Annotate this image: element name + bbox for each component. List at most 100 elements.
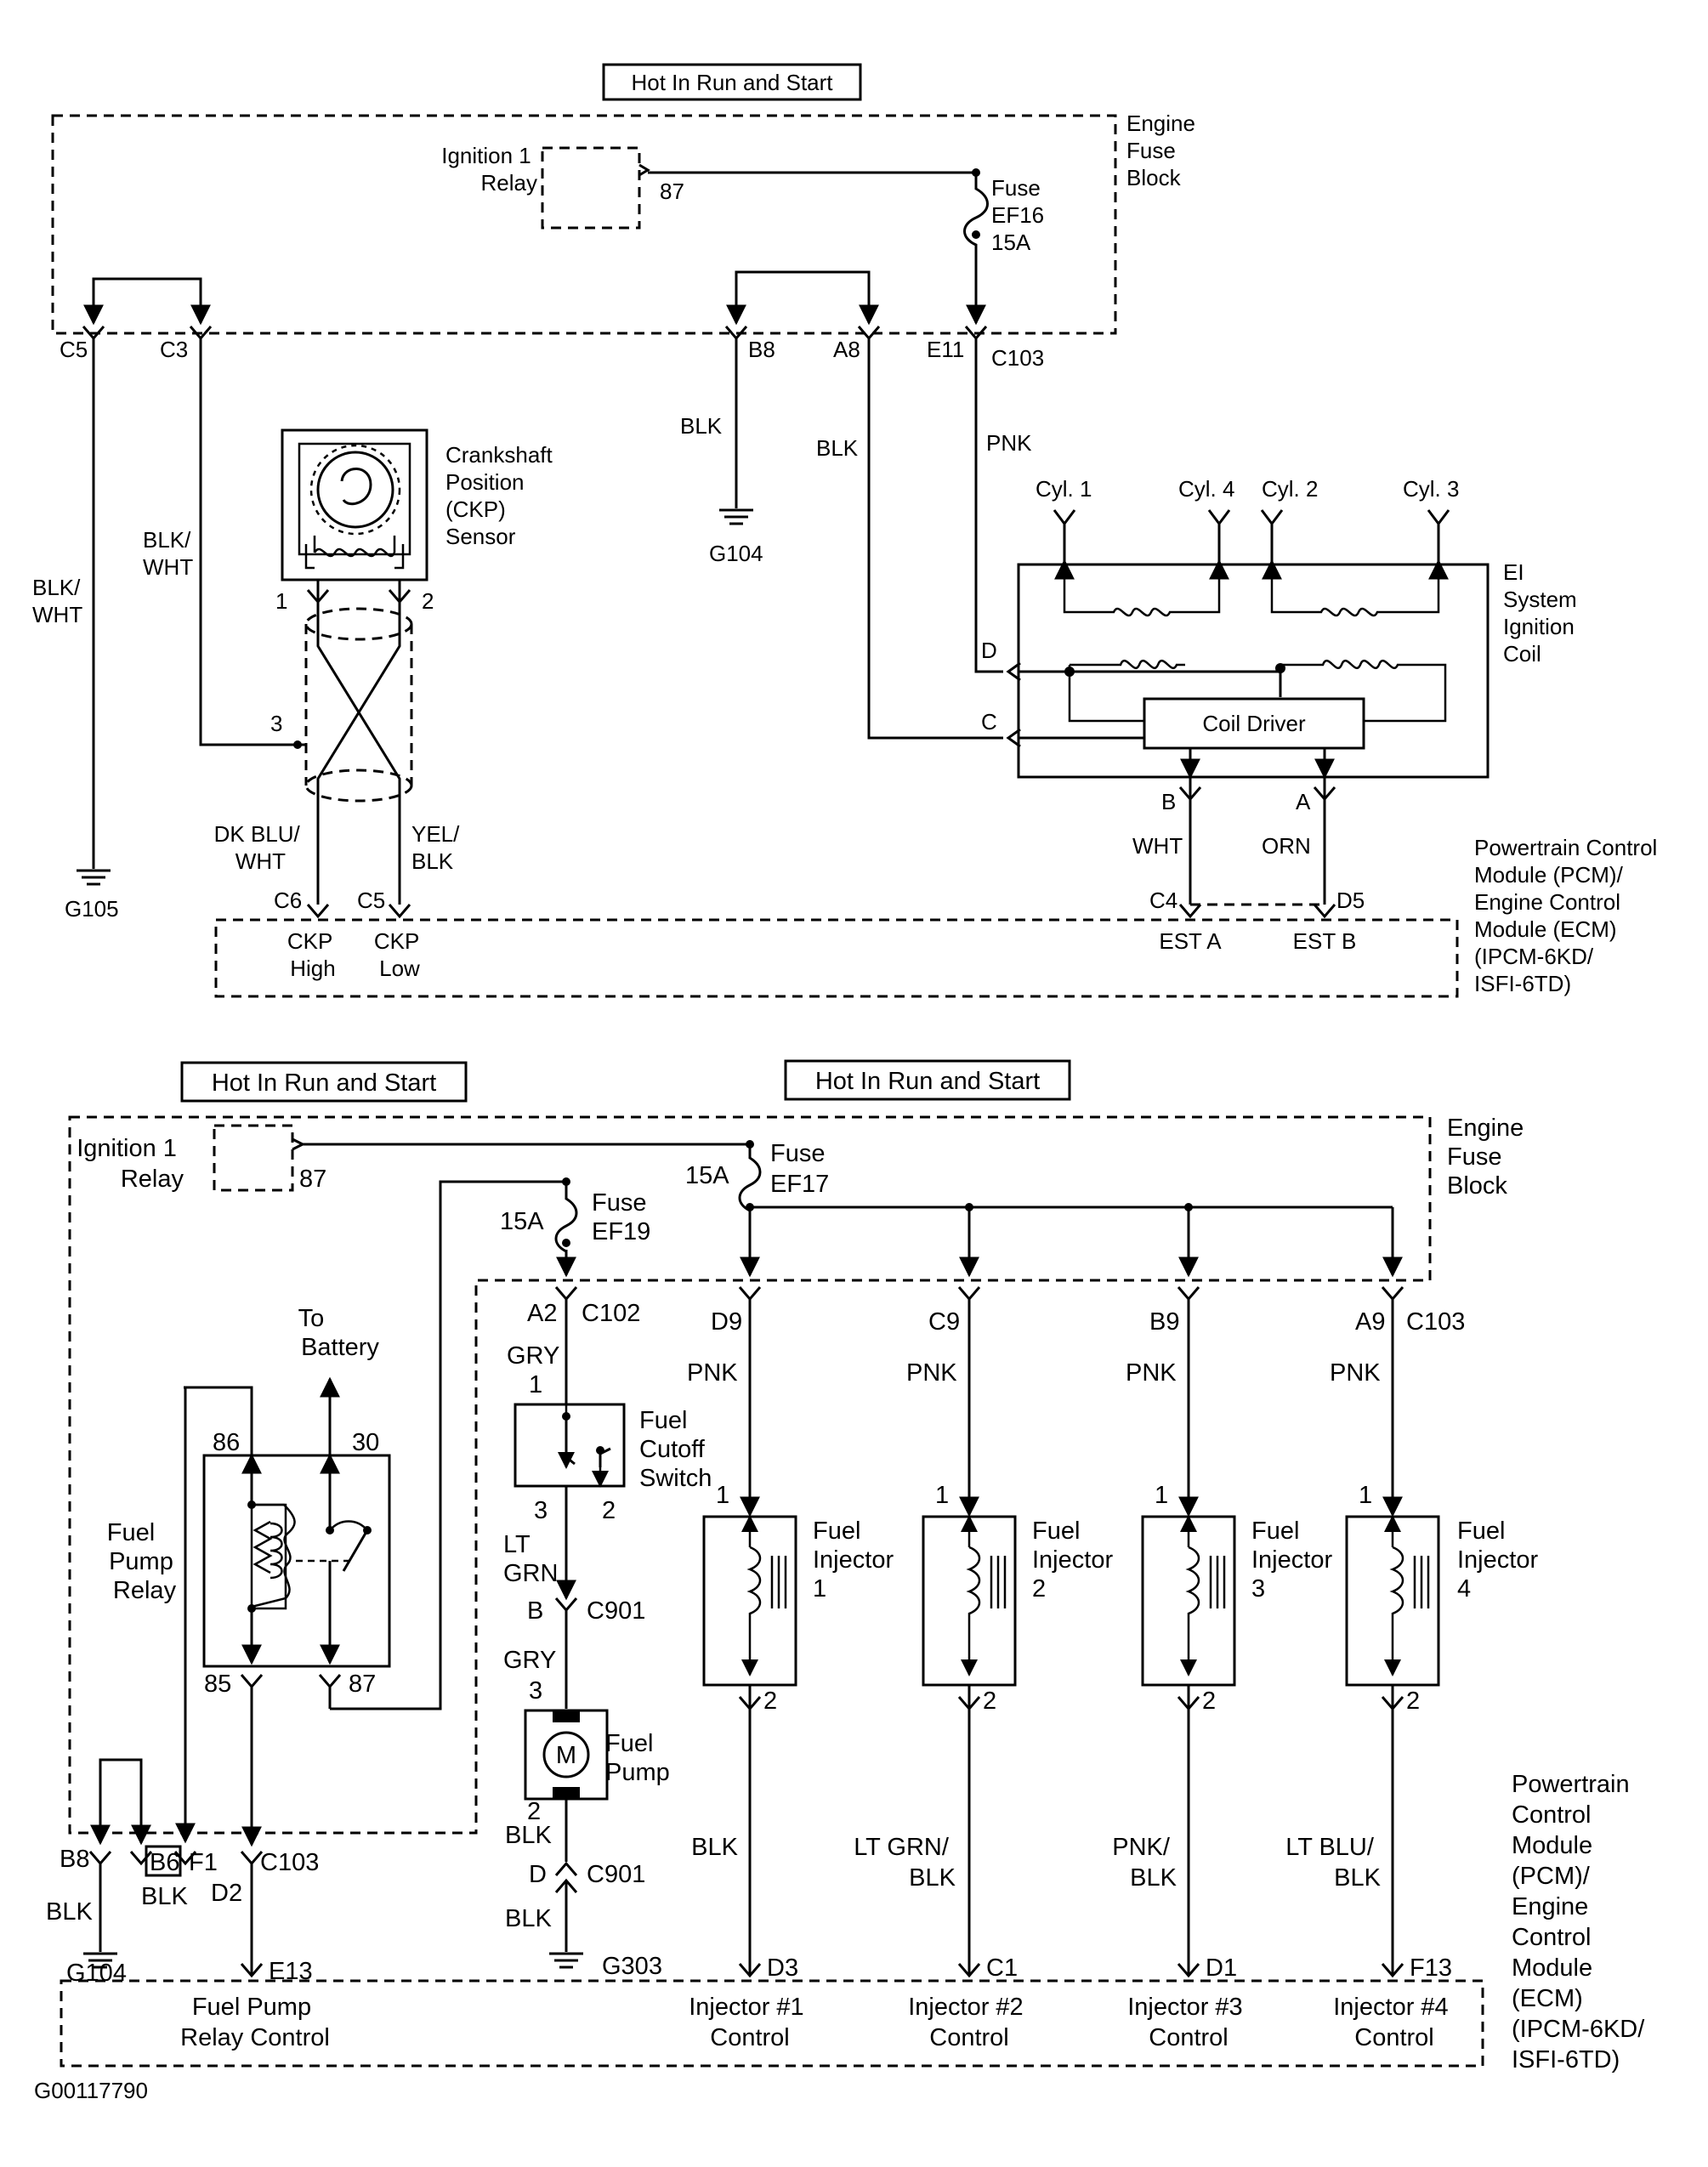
relay-pin-30: 30 [352,1429,379,1456]
ckp-high-term: CKP High [287,928,338,981]
conn-a9: A9 [1355,1308,1385,1336]
ground-g104-top [719,508,753,525]
g105-label: G105 [65,896,119,922]
inj2-pin-1: 1 [935,1482,949,1509]
conn-c103-left: C103 [260,1849,319,1876]
inj1-pnk: PNK [687,1359,738,1387]
fuse-ef17-label: Fuse EF17 [770,1140,832,1198]
hot-label-1: Hot In Run and Start [212,1069,436,1097]
ckp-sensor [281,428,428,581]
conn-c901-1: C901 [587,1597,645,1625]
inj3-pnk: PNK [1126,1359,1177,1387]
conn-c103-inj: C103 [1406,1308,1465,1336]
ckp-pin-3: 3 [270,711,282,736]
wire-blk-wht-c3: BLK/ WHT [143,527,197,580]
conn-f1: F1 [189,1849,218,1876]
conn-c3: C3 [160,337,188,362]
to-battery-label: To Battery [298,1305,380,1361]
relay-pin-86: 86 [213,1429,240,1456]
conn-b: B [527,1597,543,1625]
wire-gry-2: GRY [503,1647,556,1674]
cutoff-pin-3: 3 [534,1497,548,1524]
ignition-relay-label: Ignition 1 Relay [441,143,537,196]
relay-pin-87: 87 [349,1671,376,1698]
conn-a8: A8 [833,337,860,362]
engine-fuse-block-boundary [51,114,1117,335]
pcm-pin-c6: C6 [274,888,302,913]
cylinders [1053,509,1450,561]
conn-d: D [529,1861,547,1888]
g303-label: G303 [602,1953,662,1980]
inj1-pin-2: 2 [763,1688,777,1715]
inj2-wire: LT GRN/ BLK [854,1834,956,1892]
ground-g303 [549,1952,583,1969]
wire-pnk: PNK [986,430,1032,456]
inj1-pcm-pin: D3 [767,1954,798,1982]
hot-label: Hot In Run and Start [631,70,833,95]
figure-id: G00117790 [34,2078,148,2103]
fuse-ef17-amp: 15A [685,1162,729,1189]
inj4-pcm-pin: F13 [1410,1954,1452,1982]
engine-fuse-block-boundary-bottom [68,1115,1432,1835]
wire-blk-pump-2: BLK [505,1905,552,1932]
pcm-pin-c5: C5 [357,888,385,913]
wire-blk-left-2: BLK [141,1883,188,1910]
fuse-ef16-label: Fuse EF16 15A [991,175,1050,255]
conn-e11: E11 [927,337,964,362]
coil-pin-a: A [1296,789,1311,814]
cyl-1-label: Cyl. 1 [1036,476,1092,502]
hot-label-box-1 [180,1061,468,1103]
conn-c103: C103 [991,345,1044,371]
fuse-ef16 [963,173,989,306]
pcm-label-bottom: Powertrain Control Module (PCM)/ Engine … [1512,1771,1651,2073]
ignition-relay-box-bottom [213,1124,294,1192]
g104-label-top: G104 [709,541,763,566]
inj3-ctrl-term: Injector #3 Control [1127,1994,1249,2051]
fpr-control-term: Fuel Pump Relay Control [180,1994,330,2051]
ckp-pin-1: 1 [275,588,287,614]
hot-label-box-2 [784,1059,1071,1101]
wire-blk-pump-1: BLK [505,1822,552,1849]
wire-yel-blk: YEL/ BLK [411,821,466,874]
cutoff-pin-1: 1 [529,1371,542,1398]
coil-driver-box [1143,697,1365,750]
inj3-pin-1: 1 [1155,1482,1168,1509]
relay-pin-87: 87 [660,179,684,204]
pcm-pin-d5: D5 [1336,888,1365,913]
engine-fuse-block-label-bottom: Engine Fuse Block [1447,1115,1530,1200]
inj4-ctrl-term: Injector #4 Control [1333,1994,1455,2051]
relay-label: Fuel Pump Relay [107,1519,180,1604]
g104-label-bottom: G104 [66,1960,127,1987]
inj2-pnk: PNK [906,1359,957,1387]
fuel-circuit: Hot In Run and Start Hot In Run and Star… [46,1059,1651,2073]
conn-b6: B6 [150,1849,179,1876]
conn-a2: A2 [527,1300,557,1327]
ckp-low-term: CKP Low [374,928,425,981]
inj1-pin-1: 1 [716,1482,729,1509]
pcm-pin-c4: C4 [1149,888,1177,913]
est-a-term: EST A [1159,928,1222,954]
fuse-ef19-label: Fuse EF19 [592,1189,654,1245]
inj2-pin-2: 2 [983,1688,996,1715]
cutoff-label: Fuel Cutoff Switch [639,1407,712,1492]
ignition-relay-label-bottom: Ignition 1 Relay [77,1135,184,1193]
engine-fuse-block-label: Engine Fuse Block [1126,111,1201,190]
inj2-pcm-pin: C1 [986,1954,1018,1982]
wire-blk-a8: BLK [816,435,859,461]
cyl-4-label: Cyl. 4 [1178,476,1234,502]
relay-pin-87-bottom: 87 [299,1166,326,1193]
injector-3 [1141,1299,1236,1978]
hot-label-box [602,63,862,101]
conn-d9: D9 [711,1308,742,1336]
wire-orn: ORN [1262,833,1311,859]
est-b-term: EST B [1293,928,1357,954]
pcm-label-top: Powertrain Control Module (PCM)/ Engine … [1474,835,1664,996]
ckp-label: Crankshaft Position (CKP) Sensor [445,442,559,549]
fuel-cutoff-switch [514,1403,626,1488]
conn-c9: C9 [928,1308,960,1336]
pump-pin-2: 2 [527,1798,541,1825]
coil-pin-b: B [1161,789,1176,814]
inj4-pnk: PNK [1330,1359,1381,1387]
fuse-ef17 [738,1144,762,1213]
